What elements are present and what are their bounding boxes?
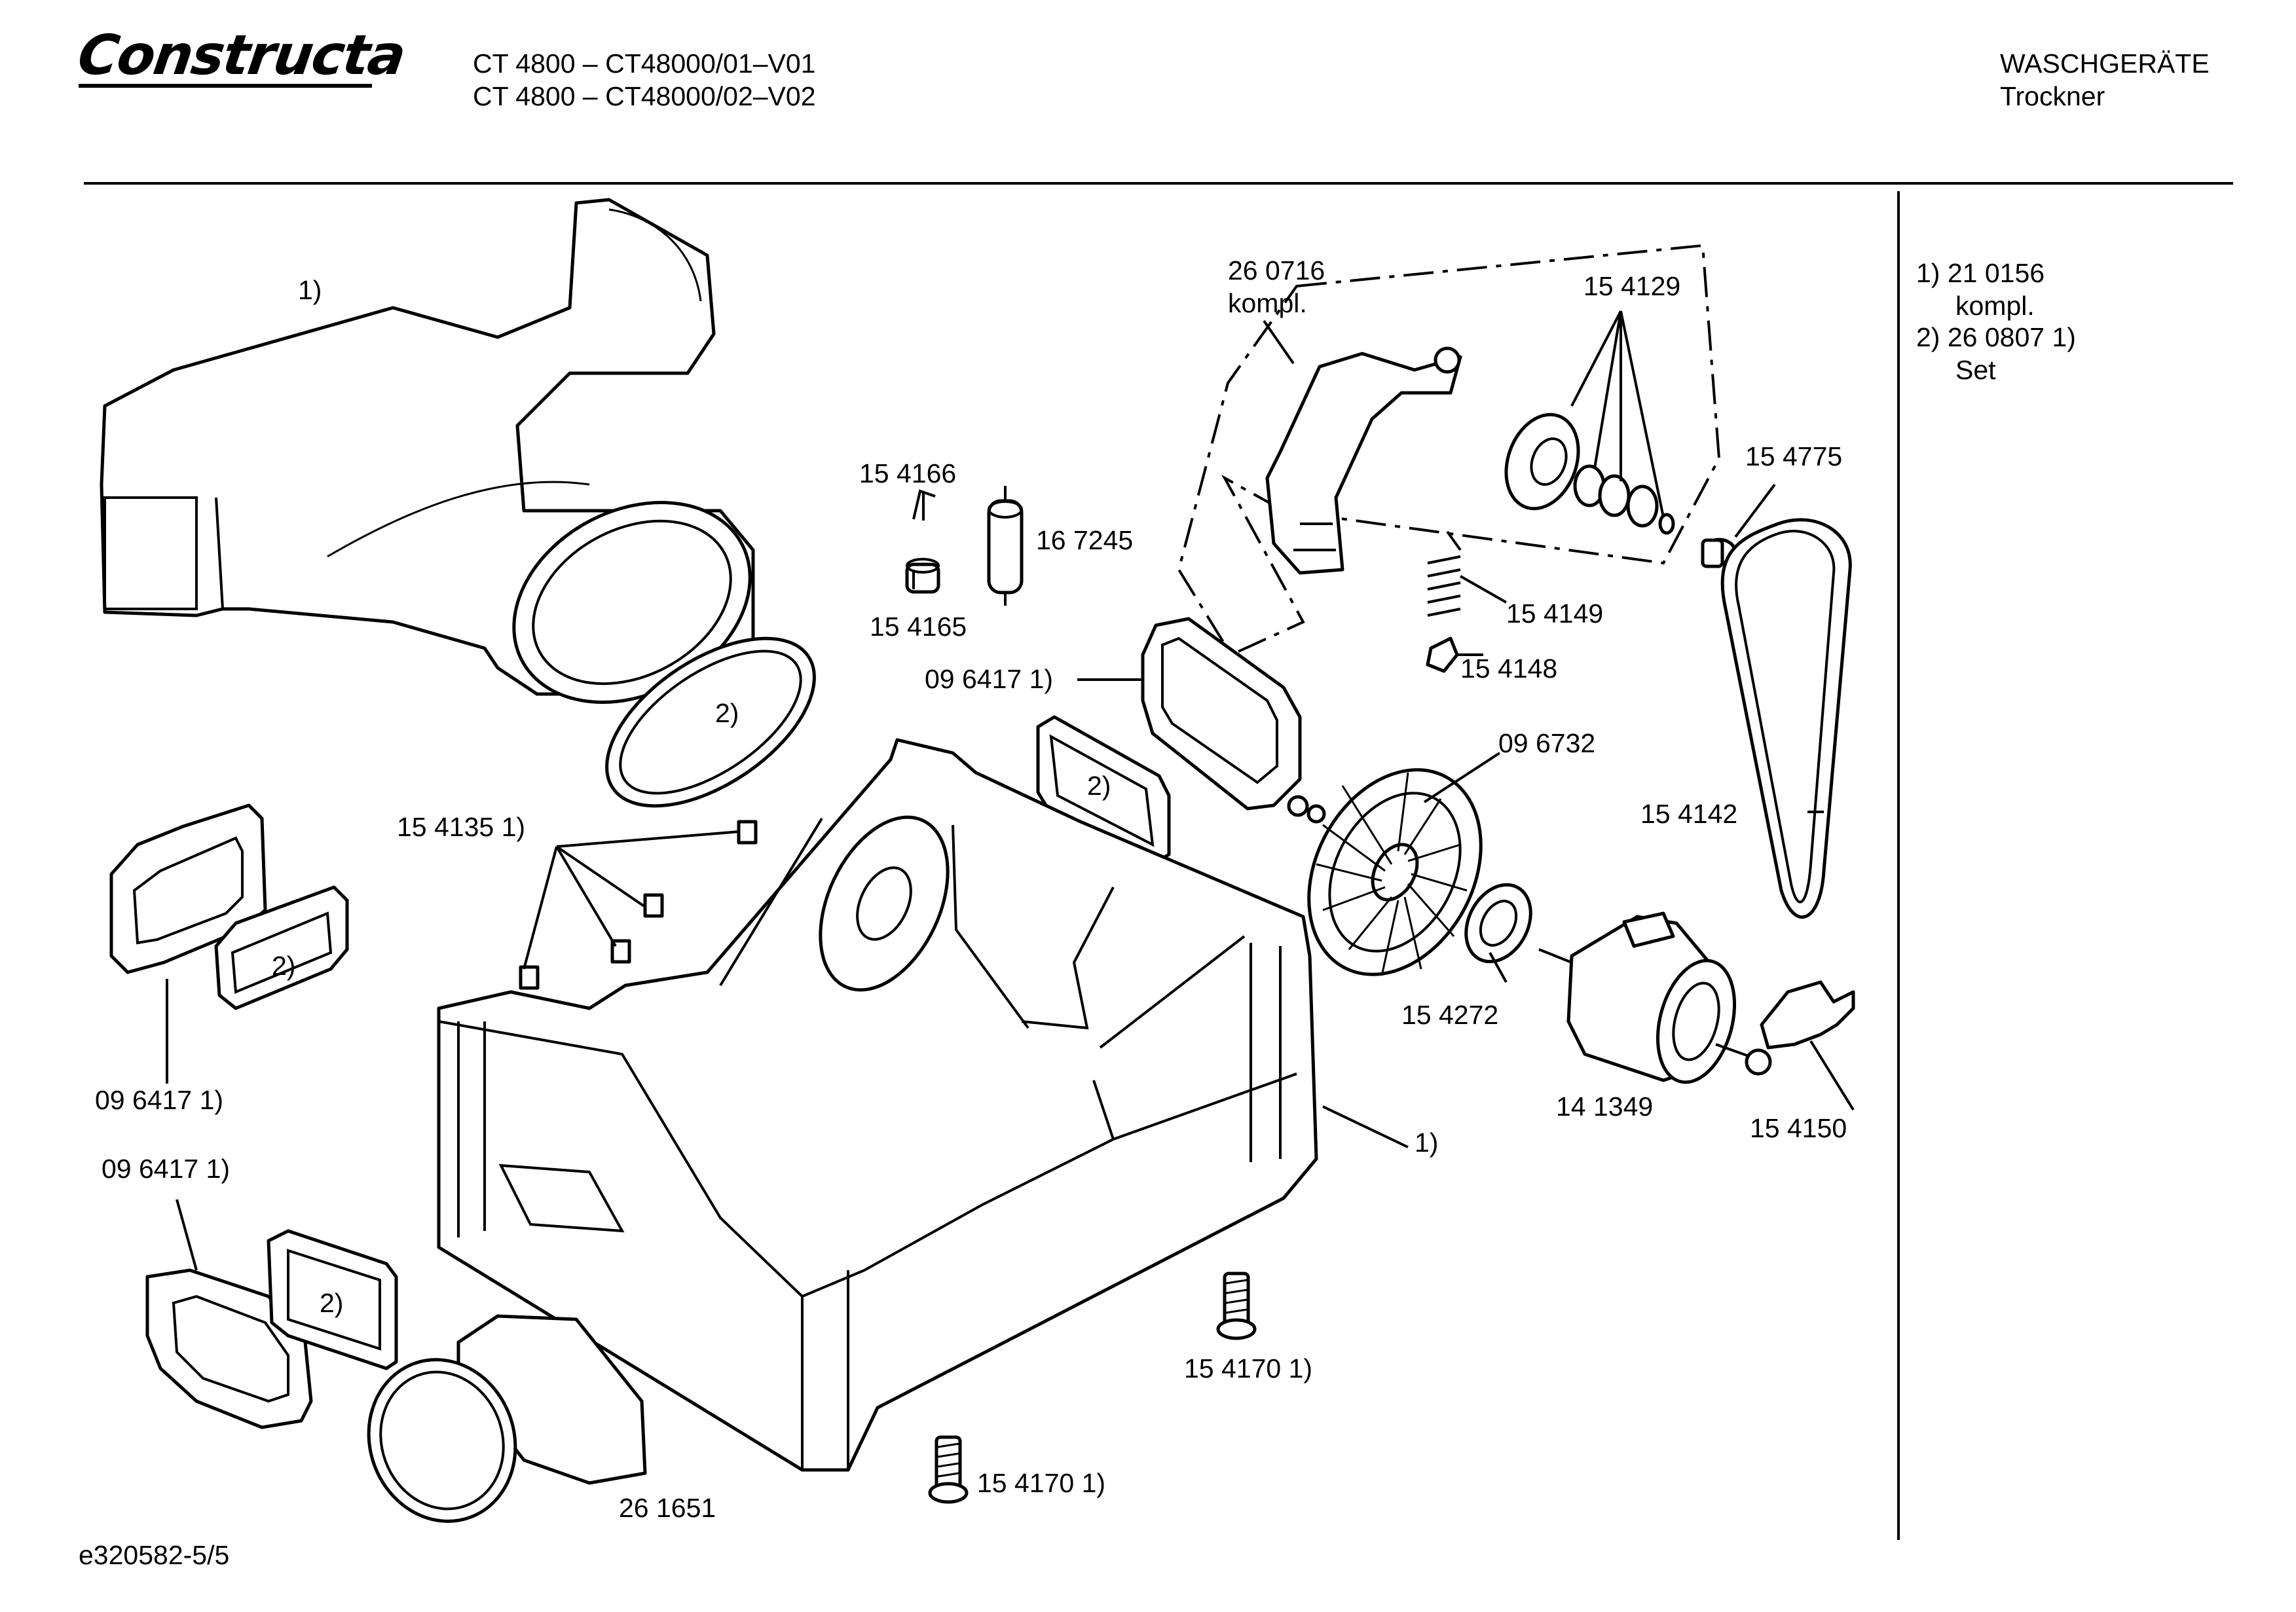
screw-right-illustration: [1216, 1272, 1257, 1340]
legend-divider: [1897, 191, 1900, 1540]
model-line-1: CT 4800 – CT48000/01–V01: [473, 48, 816, 79]
spring-illustration: [1426, 530, 1462, 673]
callout-belt-stud: 15 4775: [1745, 441, 1843, 471]
screw-bottom-illustration: [928, 1435, 969, 1504]
callout-fan: 09 6732: [1498, 728, 1596, 758]
fan-wheel-illustration: [1287, 768, 1483, 976]
callout-housing: 1): [1415, 1127, 1439, 1158]
callout-gasket-left: 2): [272, 951, 296, 981]
tensioner-arm-illustration: [1265, 346, 1462, 575]
callout-bearing-ring: 15 4272: [1401, 1000, 1499, 1030]
air-duct-illustration: [100, 198, 755, 704]
callout-capacitor: 16 7245: [1036, 525, 1134, 555]
legend-item-2: 2) 26 0807 1): [1916, 322, 2076, 352]
callout-tensioner-part: 26 0716: [1228, 255, 1325, 285]
callout-flange-top: 09 6417 1): [925, 664, 1054, 694]
callout-screw-bottom: 15 4170 1): [977, 1468, 1106, 1498]
subcategory-title: Trockner: [2000, 81, 2105, 111]
callout-gasket-bottom: 2): [320, 1288, 344, 1318]
oval-gasket-illustration: [605, 636, 816, 808]
callout-sensor-cap: 15 4165: [870, 612, 967, 642]
base-housing-illustration: [437, 738, 1318, 1472]
tensioner-kit-outline: [1177, 244, 1721, 657]
model-line-2: CT 4800 – CT48000/02–V02: [473, 81, 816, 111]
callout-motor: 14 1349: [1556, 1091, 1654, 1122]
callout-gasket-mid: 2): [1087, 771, 1111, 801]
callout-air-duct: 1): [298, 275, 322, 305]
header-rule: [84, 182, 2233, 185]
motor-mount-illustration: [1760, 980, 1855, 1050]
callout-pulley-bearings: 15 4129: [1583, 271, 1681, 301]
drive-belt-illustration: [1720, 518, 1852, 919]
leader-lines: [166, 310, 1855, 1271]
adapter-illustration: [367, 1314, 647, 1523]
callout-adapter: 26 1651: [619, 1493, 716, 1523]
bearing-ring-illustration: [1464, 883, 1532, 964]
clips-illustration: [519, 820, 758, 990]
drawing-id: e320582-5/5: [79, 1540, 230, 1570]
motor-illustration: [1538, 911, 1772, 1084]
legend-item-2-note: Set: [1955, 355, 1996, 385]
category-title: WASCHGERÄTE: [2000, 48, 2210, 79]
callout-flange-left: 09 6417 1): [95, 1085, 224, 1115]
flange-left-illustration: [109, 803, 267, 974]
legend-item-1: 1) 21 0156: [1916, 258, 2045, 288]
callout-flange-bottom: 09 6417 1): [102, 1154, 231, 1184]
callout-belt: 15 4142: [1640, 799, 1738, 829]
callout-sensor: 15 4166: [859, 458, 957, 488]
callout-clips: 15 4135 1): [397, 812, 526, 842]
callout-spring-hook: 15 4148: [1460, 653, 1558, 684]
flange-top-illustration: [1141, 617, 1302, 811]
callout-screw-right: 15 4170 1): [1184, 1353, 1313, 1383]
callout-spring: 15 4149: [1506, 598, 1604, 629]
pulley-illustration: [1504, 412, 1675, 535]
legend-item-1-note: kompl.: [1955, 291, 2035, 321]
callout-tensioner-kompl: kompl.: [1228, 288, 1307, 318]
logo-underline: [79, 84, 372, 88]
callout-motor-mount: 15 4150: [1750, 1113, 1847, 1143]
gasket-bottom-illustration: [267, 1229, 398, 1370]
callout-gasket-oval: 2): [715, 698, 739, 728]
capacitor-illustration: [987, 486, 1024, 606]
mid-gasket-illustration: [1036, 715, 1171, 866]
